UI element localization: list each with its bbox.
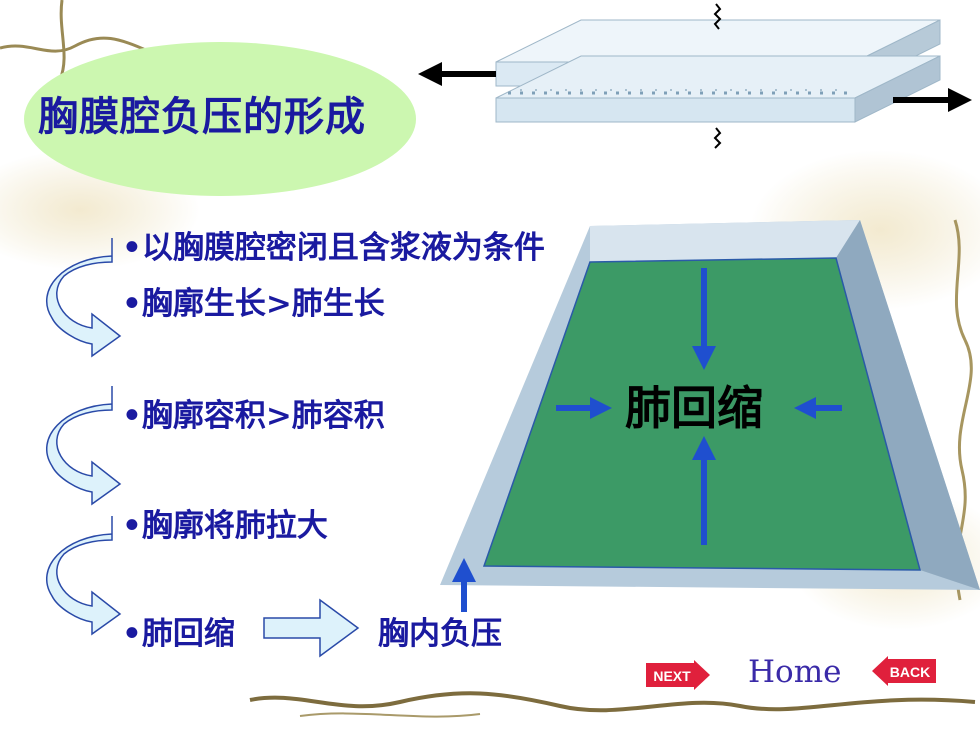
back-arrow-icon: BACK xyxy=(872,656,936,686)
arrow-down xyxy=(692,268,716,370)
curved-arrow xyxy=(46,238,122,358)
bullet-volume: •胸廓容积>肺容积 xyxy=(122,398,385,434)
title-oval xyxy=(24,42,416,196)
arrow-up xyxy=(692,436,716,545)
diagram-label: 肺回缩 xyxy=(625,381,763,435)
tension-squiggle-top xyxy=(713,3,722,30)
back-label: BACK xyxy=(890,664,930,680)
curved-arrow xyxy=(46,386,122,506)
result-text: 胸内负压 xyxy=(378,616,502,652)
right-block-arrow xyxy=(263,598,360,658)
next-arrow-icon: NEXT xyxy=(646,660,710,690)
lung-area xyxy=(482,257,921,571)
left-pull-arrow xyxy=(418,62,496,86)
vine-ornament xyxy=(249,691,976,713)
next-label: NEXT xyxy=(653,668,691,684)
next-button[interactable]: NEXT xyxy=(646,660,710,690)
tension-squiggle-bottom xyxy=(713,127,722,149)
arrow-up-small xyxy=(452,558,476,612)
bullet-condition: •以胸膜腔密闭且含浆液为条件 xyxy=(122,230,545,266)
arrow-left xyxy=(794,397,842,419)
home-link[interactable]: Home xyxy=(748,654,842,690)
bullet-recoil: •肺回缩 xyxy=(122,616,235,652)
vine-ornament xyxy=(0,36,151,54)
right-pull-arrow xyxy=(893,88,972,112)
bullet-growth: •胸廓生长>肺生长 xyxy=(122,286,385,322)
frame-top-face xyxy=(590,220,860,262)
arrow-right xyxy=(556,397,612,419)
curved-arrow xyxy=(46,516,122,636)
slide-title: 胸膜腔负压的形成 xyxy=(38,93,366,140)
back-button[interactable]: BACK xyxy=(872,656,936,686)
bullet-stretch: •胸廓将肺拉大 xyxy=(122,508,328,544)
vine-ornament xyxy=(299,712,481,718)
frame-side-face xyxy=(836,220,980,590)
lower-plate xyxy=(495,55,941,123)
